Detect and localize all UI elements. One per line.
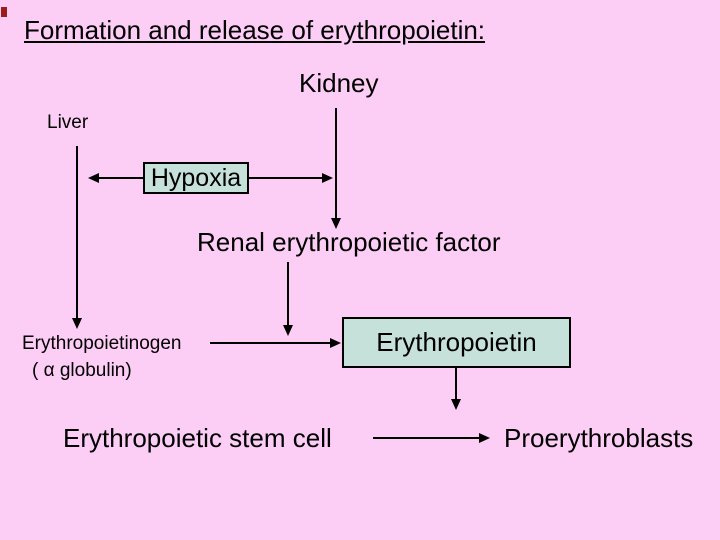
node-erythropoietin-label: Erythropoietin bbox=[376, 327, 537, 357]
arrowhead-erythropoietin-down bbox=[451, 399, 461, 410]
node-erythropoietinogen: Erythropoietinogen bbox=[22, 333, 182, 354]
connector-hypoxia-left bbox=[97, 177, 143, 179]
arrowhead-liver-to-erythropoietinogen bbox=[72, 318, 82, 329]
connector-stemcell-to-proerythroblasts bbox=[373, 437, 479, 439]
node-liver: Liver bbox=[47, 112, 89, 133]
node-erythropoietin-box: Erythropoietin bbox=[342, 317, 571, 368]
connector-renal-down bbox=[287, 262, 289, 325]
node-erythropoietinogen-sublabel: ( α globulin) bbox=[32, 360, 132, 381]
node-hypoxia-label: Hypoxia bbox=[150, 163, 242, 192]
connector-liver-to-erythropoietinogen bbox=[76, 146, 78, 318]
slide-title: Formation and release of erythropoietin: bbox=[24, 15, 486, 45]
arrowhead-kidney-to-renal bbox=[331, 218, 341, 229]
node-renal-factor: Renal erythropoietic factor bbox=[197, 227, 501, 257]
arrowhead-renal-down bbox=[283, 325, 293, 336]
node-kidney: Kidney bbox=[299, 68, 379, 98]
connector-erythropoietinogen-to-erythropoietin bbox=[210, 342, 330, 344]
node-hypoxia-box: Hypoxia bbox=[143, 162, 249, 194]
connector-kidney-to-renal bbox=[335, 108, 337, 218]
connector-erythropoietin-down bbox=[455, 368, 457, 399]
arrowhead-erythropoietinogen-to-erythropoietin bbox=[330, 338, 341, 348]
node-stem-cell: Erythropoietic stem cell bbox=[63, 423, 332, 453]
slide-corner-bullet bbox=[1, 7, 7, 17]
node-proerythroblasts: Proerythroblasts bbox=[504, 423, 694, 453]
arrowhead-hypoxia-right bbox=[322, 173, 333, 183]
connector-hypoxia-right bbox=[248, 177, 322, 179]
arrowhead-stemcell-to-proerythroblasts bbox=[479, 433, 490, 443]
arrowhead-hypoxia-left bbox=[88, 173, 99, 183]
